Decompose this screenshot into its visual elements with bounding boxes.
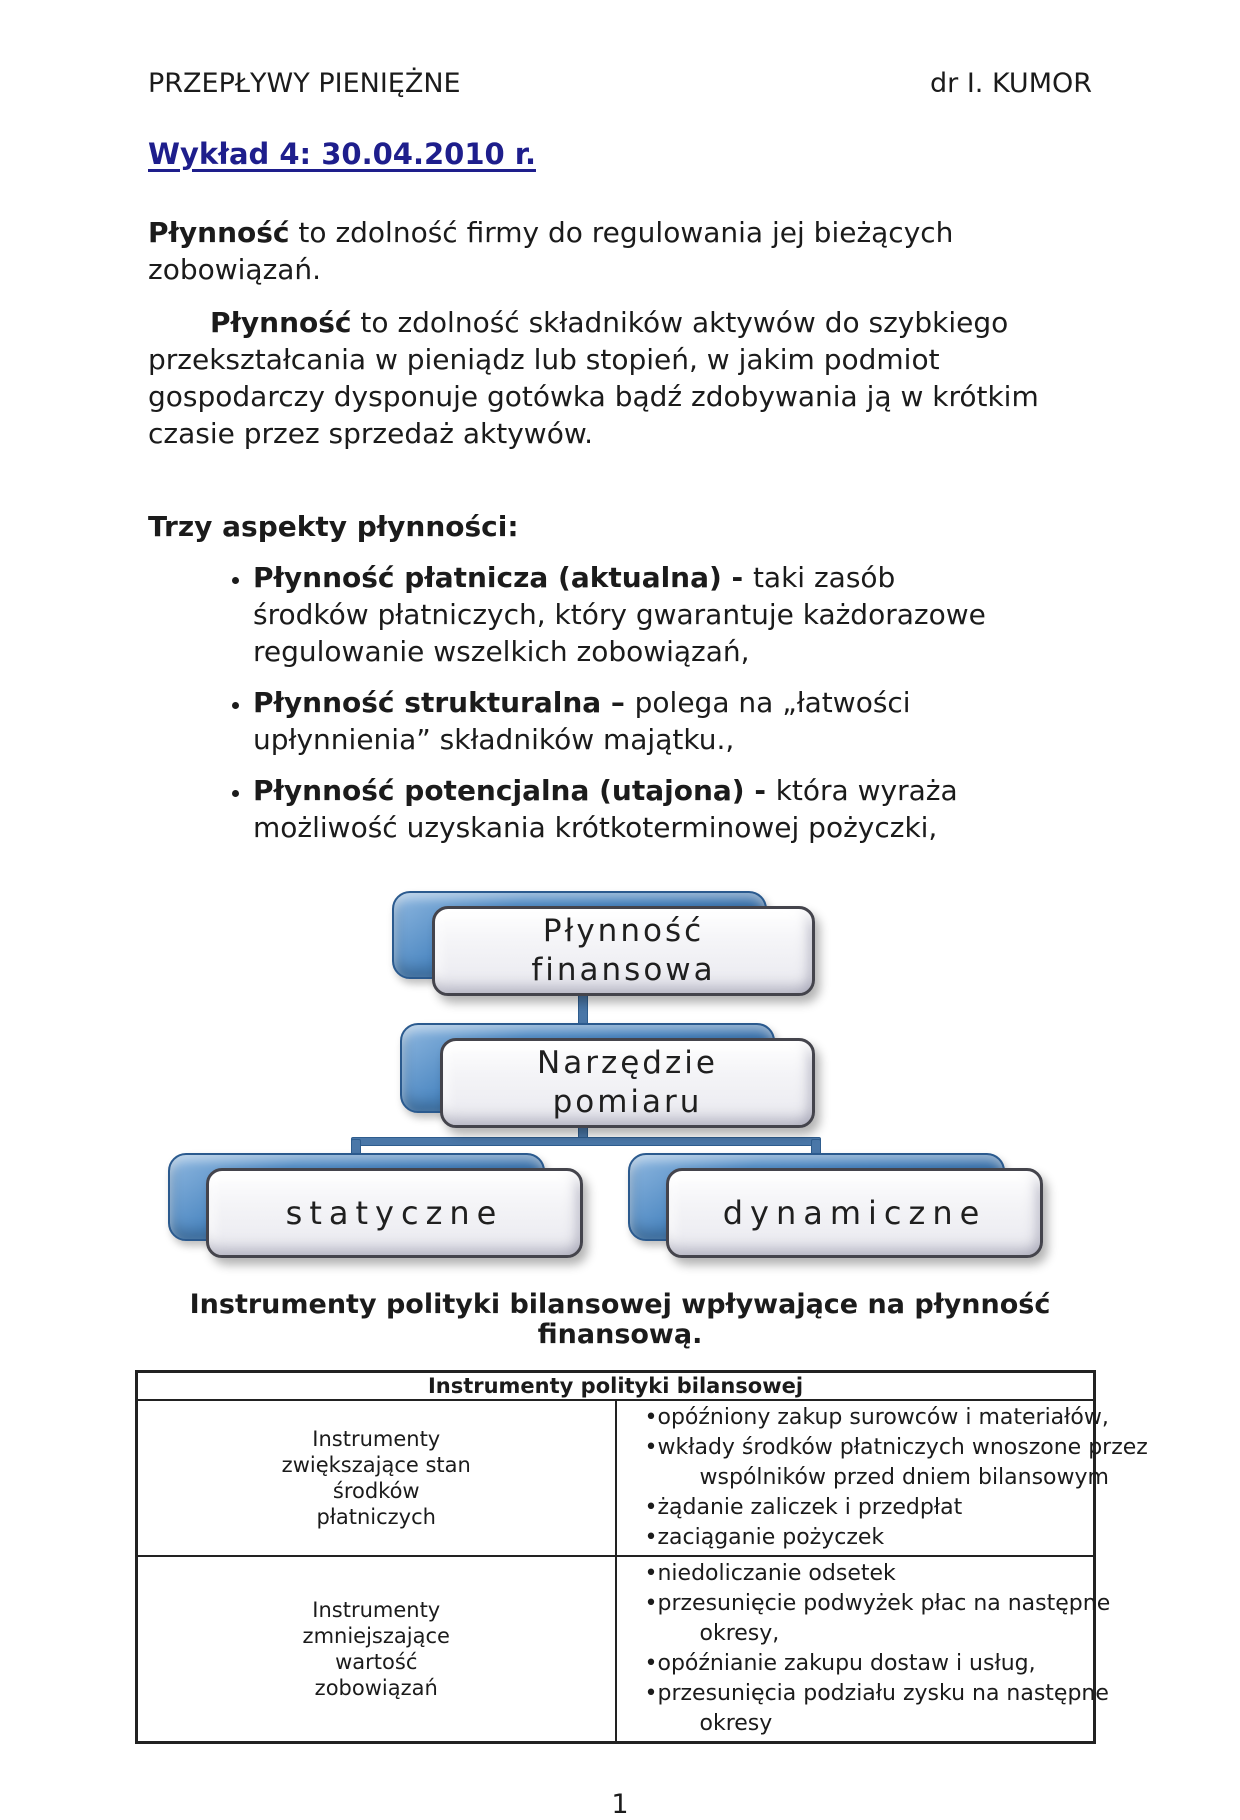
hierarchy-diagram: Płynność finansowa Narzędzie pomiaru sta… xyxy=(148,858,1092,1270)
row-bullets-cell: opóźniony zakup surowców i materiałów,wk… xyxy=(614,1399,1148,1557)
connector-horizontal-bar xyxy=(351,1137,821,1146)
bullet-item: opóźniony zakup surowców i materiałów, xyxy=(645,1403,1175,1433)
bold-term: Płynność xyxy=(210,306,352,339)
table-row-decreasing: Instrumenty zmniejszające wartość zobowi… xyxy=(135,1555,1110,1744)
bullet-list: opóźniony zakup surowców i materiałów,wk… xyxy=(645,1403,1175,1553)
bullet-item: niedoliczanie odsetek xyxy=(645,1559,1175,1589)
paragraph-text: to zdolność składników aktywów do szybki… xyxy=(148,306,1039,450)
bullet-item: przesunięcia podziału zysku na następne … xyxy=(645,1679,1175,1739)
aspect-text: taki zasób środków płatniczych, który gw… xyxy=(253,561,986,668)
aspects-heading: Trzy aspekty płynności: xyxy=(148,510,519,543)
page-number: 1 xyxy=(611,1789,629,1820)
diagram-node-dynamiczne: dynamiczne xyxy=(666,1168,1043,1258)
diagram-node-root: Płynność finansowa xyxy=(432,906,815,996)
table-section-title: Instrumenty polityki bilansowej wpływają… xyxy=(189,1289,1051,1350)
definition-paragraph-2: Płynność to zdolność składników aktywów … xyxy=(148,304,1092,452)
bold-term: Płynność strukturalna – xyxy=(253,686,635,719)
bullet-item: zaciąganie pożyczek xyxy=(645,1523,1175,1553)
bold-term: Płynność potencjalna (utajona) - xyxy=(253,774,776,807)
row-bullets-cell: niedoliczanie odsetekprzesunięcie podwyż… xyxy=(614,1555,1110,1744)
bullet-item: żądanie zaliczek i przedpłat xyxy=(645,1493,1175,1523)
paragraph-text: to zdolność firmy do regulowania jej bie… xyxy=(148,216,954,286)
document-page: { "page": { "header_left": "PRZEPŁYWY PI… xyxy=(0,0,1240,1754)
aspect-text: polega na „łatwości upłynnienia” składni… xyxy=(253,686,911,756)
aspect-text: która wyraża możliwość uzyskania krótkot… xyxy=(253,774,958,844)
bold-term: Płynność płatnicza (aktualna) - xyxy=(253,561,753,594)
aspect-item-platnicza: Płynność płatnicza (aktualna) - taki zas… xyxy=(253,559,1008,670)
bullet-item: opóźnianie zakupu dostaw i usług, xyxy=(645,1649,1175,1679)
bold-term: Płynność xyxy=(148,216,290,249)
row-label: Instrumenty zmniejszające wartość zobowi… xyxy=(135,1555,617,1744)
definition-paragraph-1: Płynność to zdolność firmy do regulowani… xyxy=(148,214,1092,288)
bullet-list: niedoliczanie odsetekprzesunięcie podwyż… xyxy=(645,1559,1175,1739)
header-author: dr I. KUMOR xyxy=(930,68,1092,99)
table-header-row: Instrumenty polityki bilansowej xyxy=(135,1370,1096,1401)
bullet-item: wkłady środków płatniczych wnoszone prze… xyxy=(645,1433,1175,1493)
header-course-title: PRZEPŁYWY PIENIĘŻNE xyxy=(148,68,461,99)
row-label: Instrumenty zwiększające stan środków pł… xyxy=(135,1399,617,1557)
aspect-item-potencjalna: Płynność potencjalna (utajona) - która w… xyxy=(253,772,1008,846)
table-header-cell: Instrumenty polityki bilansowej xyxy=(135,1370,1096,1401)
table-row-increasing: Instrumenty zwiększające stan środków pł… xyxy=(135,1399,1148,1557)
lecture-title: Wykład 4: 30.04.2010 r. xyxy=(148,137,536,171)
page-header: PRZEPŁYWY PIENIĘŻNE dr I. KUMOR xyxy=(148,70,1092,98)
aspect-item-strukturalna: Płynność strukturalna – polega na „łatwo… xyxy=(253,684,1008,758)
instruments-table: Instrumenty polityki bilansowej Instrume… xyxy=(135,1370,1148,1744)
diagram-node-statyczne: statyczne xyxy=(206,1168,583,1258)
aspects-list: Płynność płatnicza (aktualna) - taki zas… xyxy=(148,559,1008,846)
diagram-node-middle: Narzędzie pomiaru xyxy=(440,1038,815,1128)
bullet-item: przesunięcie podwyżek płac na następne o… xyxy=(645,1589,1175,1649)
